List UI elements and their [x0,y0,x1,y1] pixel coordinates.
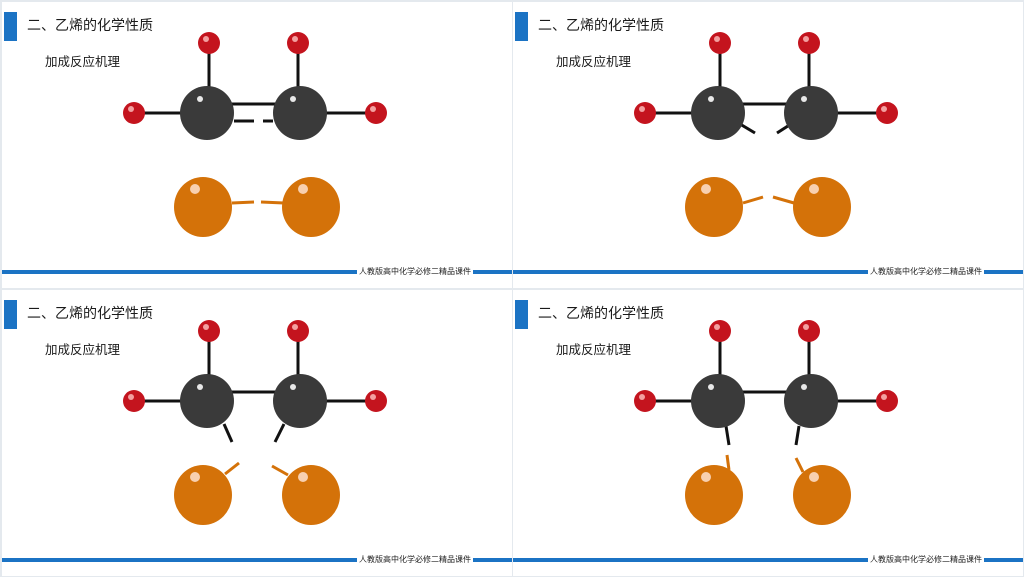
new-c-x-bond-left [724,425,731,446]
slide-title: 二、乙烯的化学性质 [27,306,153,322]
footer-rule [2,270,512,274]
carbon-atom-left [691,374,745,428]
halogen-bond-right [772,195,795,205]
hydrogen-atom-top-left [709,320,731,342]
carbon-atom-left [691,86,745,140]
halogen-atom-left [174,177,232,237]
ethylene-molecule-diagram [634,32,898,237]
halogen-bond-right [794,457,805,473]
title-accent-bar [515,300,528,329]
hydrogen-atom-left [634,390,656,412]
slide-title: 二、乙烯的化学性质 [27,18,153,34]
halogen-atom-right [282,177,340,237]
halogen-atom-left [174,465,232,525]
hydrogen-atom-right [365,102,387,124]
slide-title: 二、乙烯的化学性质 [538,306,664,322]
hydrogen-atom-top-right [798,32,820,54]
title-accent-bar [515,12,528,41]
broken-pi-bond-right [273,423,286,443]
slide-subtitle: 加成反应机理 [556,342,632,357]
hydrogen-atom-top-right [287,32,309,54]
footer-rule [2,558,512,562]
carbon-atom-right [784,86,838,140]
footer-caption: 人教版高中化学必修二精品课件 [868,266,984,277]
slide-subtitle: 加成反应机理 [45,54,121,69]
halogen-atom-left [685,177,743,237]
halogen-atom-right [282,465,340,525]
title-accent-bar [4,12,17,41]
ethylene-molecule-diagram [634,320,898,525]
hydrogen-atom-right [365,390,387,412]
slide-3[interactable]: 二、乙烯的化学性质 加成反应机理 人教版高中化学必修二精品课件 [2,290,512,576]
hydrogen-atom-left [123,102,145,124]
footer-rule [513,270,1023,274]
slide-title: 二、乙烯的化学性质 [538,18,664,34]
carbon-atom-right [784,374,838,428]
footer-rule [513,558,1023,562]
hydrogen-atom-left [634,102,656,124]
carbon-atom-right [273,374,327,428]
halogen-bond-right [271,464,289,477]
halogen-bond-left [224,461,240,476]
halogen-atom-right [793,177,851,237]
halogen-bond-left [231,200,255,205]
hydrogen-atom-top-right [798,320,820,342]
halogen-atom-left [685,465,743,525]
halogen-atom-right [793,465,851,525]
ethylene-molecule-diagram [123,32,387,237]
hydrogen-atom-top-left [198,32,220,54]
hydrogen-atom-right [876,390,898,412]
title-accent-bar [4,300,17,329]
footer-caption: 人教版高中化学必修二精品课件 [357,554,473,565]
slide-4[interactable]: 二、乙烯的化学性质 加成反应机理 人教版高中化学必修二精品课件 [513,290,1023,576]
halogen-bond-left [742,195,764,205]
footer-caption: 人教版高中化学必修二精品课件 [868,554,984,565]
halogen-bond-right [260,200,285,205]
hydrogen-atom-top-left [198,320,220,342]
ethylene-molecule-diagram [123,320,387,525]
slide-2[interactable]: 二、乙烯的化学性质 加成反应机理 人教版高中化学必修二精品课件 [513,2,1023,288]
hydrogen-atom-right [876,102,898,124]
broken-pi-bond-left [222,423,234,443]
hydrogen-atom-top-left [709,32,731,54]
halogen-bond-left [725,454,731,471]
slide-subtitle: 加成反应机理 [45,342,121,357]
slide-1[interactable]: 二、乙烯的化学性质 加成反应机理 人教版高中化学必修二精品课件 [2,2,512,288]
carbon-atom-right [273,86,327,140]
broken-pi-bond-left [739,122,756,135]
footer-caption: 人教版高中化学必修二精品课件 [357,266,473,277]
slide-subtitle: 加成反应机理 [556,54,632,69]
hydrogen-atom-left [123,390,145,412]
new-c-x-bond-right [794,425,801,446]
carbon-atom-left [180,374,234,428]
hydrogen-atom-top-right [287,320,309,342]
carbon-atom-left [180,86,234,140]
